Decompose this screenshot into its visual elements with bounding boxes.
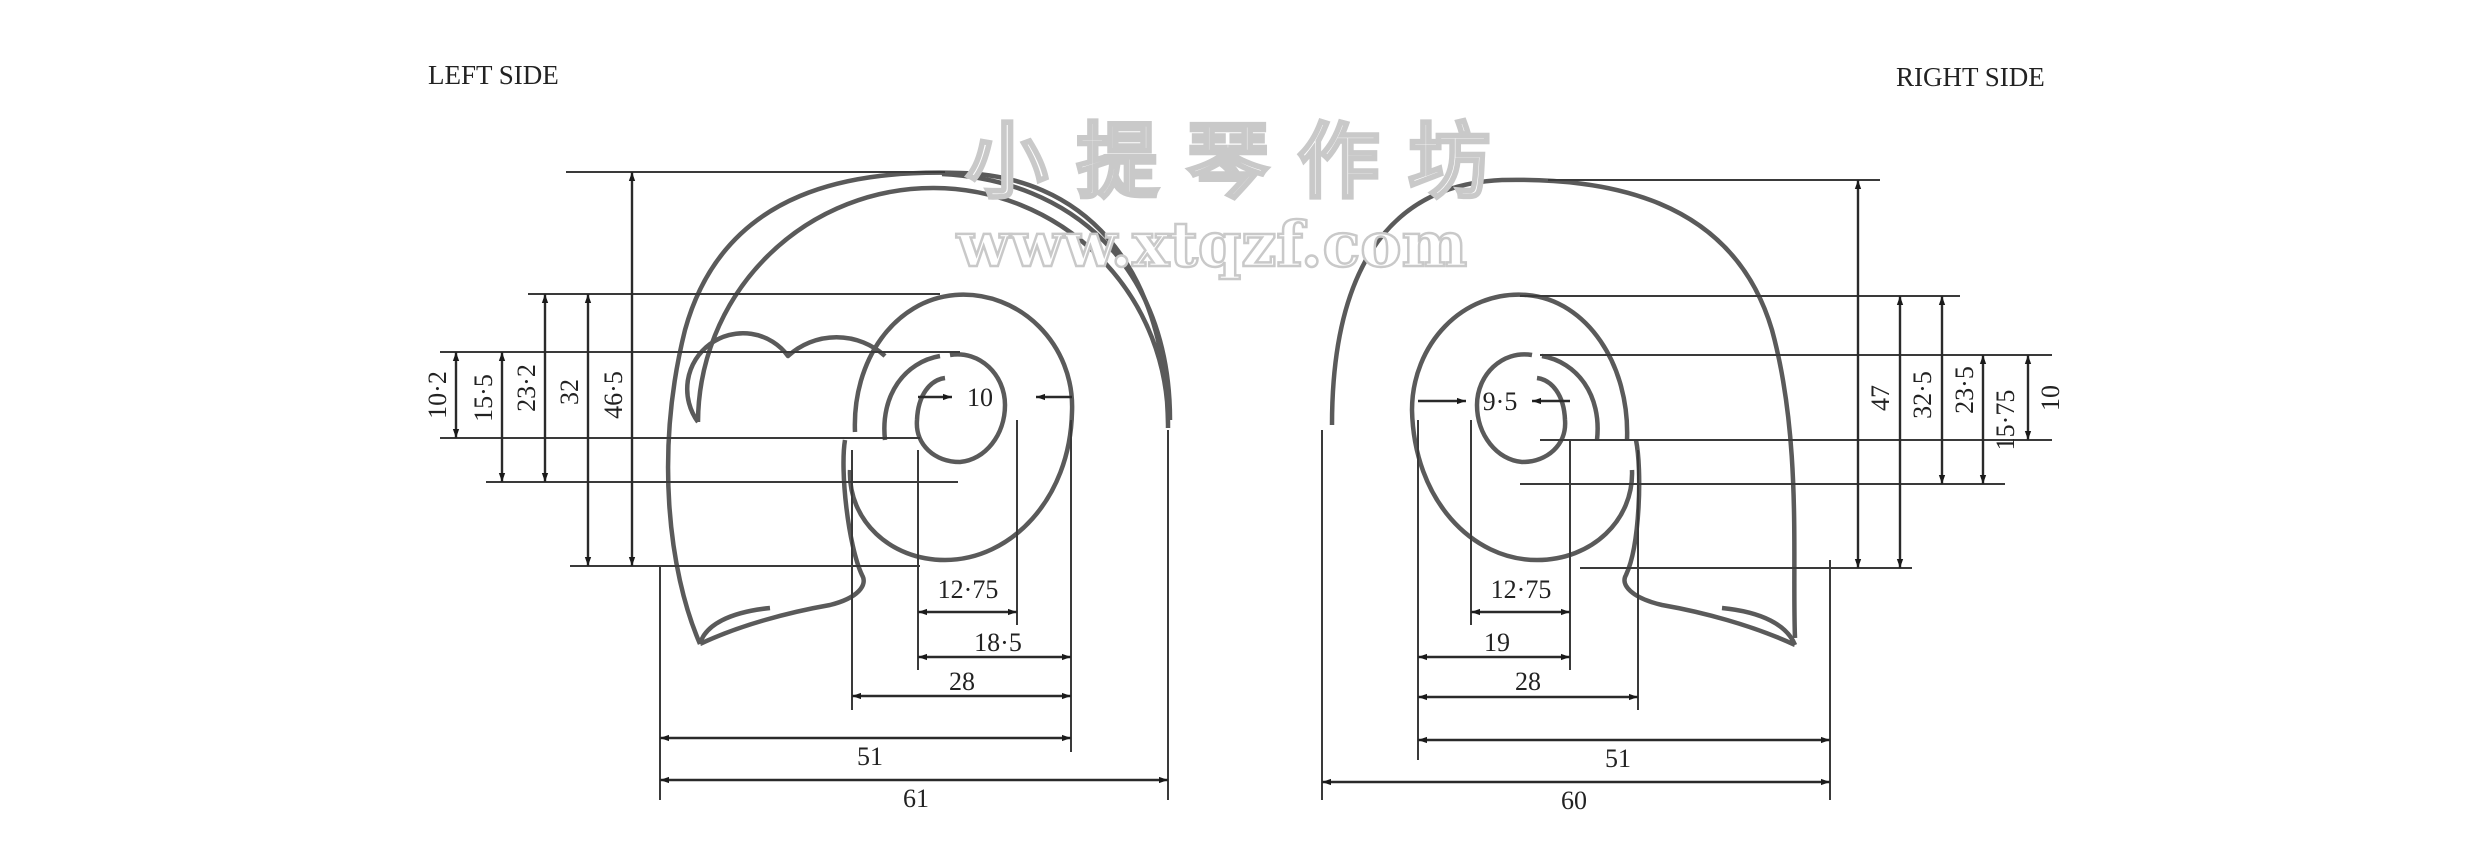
left-label-h4: 51 (857, 742, 883, 771)
left-label-h2: 18·5 (974, 628, 1022, 657)
left-label-eye: 10 (967, 383, 993, 412)
right-label-v4: 15·75 (1991, 390, 2020, 451)
right-label-eye: 9·5 (1483, 387, 1518, 416)
left-label-h1: 12·75 (938, 575, 999, 604)
right-side-title: RIGHT SIDE (1896, 62, 2045, 92)
left-side-drawing: LEFT SIDE 10·2 15·5 23·2 32 46·5 (423, 60, 1173, 813)
left-scroll-turn-middle (847, 292, 1075, 563)
right-label-h1: 12·75 (1491, 575, 1552, 604)
right-label-v1: 47 (1866, 385, 1895, 411)
left-side-title: LEFT SIDE (428, 60, 559, 90)
right-scroll-eye (1474, 352, 1568, 465)
right-label-v2: 32·5 (1908, 371, 1937, 419)
left-label-v5: 46·5 (599, 371, 628, 419)
right-scroll-tail (1622, 439, 1798, 648)
right-label-h3: 28 (1515, 667, 1541, 696)
left-scroll-turn-outer (941, 171, 1173, 421)
right-side-drawing: RIGHT SIDE 47 32·5 23·5 15·75 1 (1321, 62, 2065, 815)
watermark-chinese-text: 小 提 琴 作 坊 (966, 114, 1490, 210)
watermark: 小 提 琴 作 坊 www.xtqzf.com (955, 113, 1492, 283)
left-label-v1: 10·2 (423, 371, 452, 419)
left-scroll-eye (914, 352, 1008, 465)
watermark-url-text: www.xtqzf.com (956, 208, 1467, 281)
left-scroll-outline (665, 170, 1171, 645)
right-label-h4: 51 (1605, 744, 1631, 773)
right-label-v5: 10 (2036, 385, 2065, 411)
left-label-v4: 32 (555, 379, 584, 405)
right-label-h5: 60 (1561, 786, 1587, 815)
right-label-h2: 19 (1484, 628, 1510, 657)
left-label-v2: 15·5 (469, 374, 498, 422)
left-label-v3: 23·2 (512, 364, 541, 412)
left-label-h5: 61 (903, 784, 929, 813)
right-label-v3: 23·5 (1950, 366, 1979, 414)
left-scroll-inner-turn (882, 353, 941, 441)
left-label-h3: 28 (949, 667, 975, 696)
left-scroll-tail (697, 439, 866, 647)
right-scroll-inner-turn (1541, 353, 1600, 441)
